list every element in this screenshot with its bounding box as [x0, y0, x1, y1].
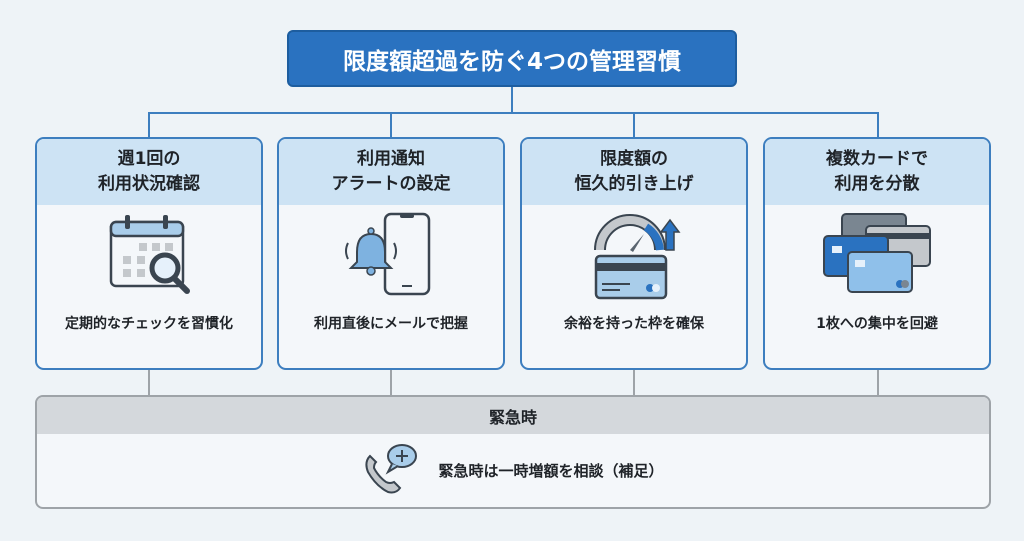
page-title: 限度額超過を防ぐ4つの管理習慣 — [287, 30, 737, 87]
card-title: アラートの設定 — [331, 174, 451, 194]
connector-2 — [390, 112, 392, 138]
emergency-header: 緊急時 — [37, 397, 989, 434]
connector-bottom-1 — [148, 370, 150, 396]
card-title: 恒久的引き上げ — [574, 174, 694, 194]
phone-bell-icon — [279, 205, 503, 305]
connector-bottom-3 — [633, 370, 635, 396]
card-alert-setting: 利用通知アラートの設定 利用直後にメールで把握 — [277, 137, 505, 370]
card-limit-increase: 限度額の恒久的引き上げ 余裕を持った枠を確保 — [520, 137, 748, 370]
card-description: 1枚への集中を回避 — [816, 316, 938, 332]
card-description: 余裕を持った枠を確保 — [564, 316, 704, 332]
card-description: 利用直後にメールで把握 — [314, 316, 468, 332]
multiple-cards-icon — [765, 205, 989, 305]
emergency-text: 緊急時は一時増額を相談（補足） — [438, 461, 664, 480]
connector-trunk — [511, 87, 513, 114]
connector-bottom-2 — [390, 370, 392, 396]
card-title: 複数カードで — [826, 149, 928, 169]
card-title: 週1回の — [117, 149, 181, 169]
calendar-search-icon — [37, 205, 261, 305]
gauge-card-icon — [522, 205, 746, 305]
connector-bottom-4 — [877, 370, 879, 396]
card-title: 利用を分散 — [834, 174, 920, 194]
card-title: 限度額の — [600, 149, 668, 169]
card-multiple-cards: 複数カードで利用を分散 1枚への集中を回避 — [763, 137, 991, 370]
connector-1 — [148, 112, 150, 138]
card-description: 定期的なチェックを習慣化 — [65, 316, 233, 332]
emergency-box: 緊急時 緊急時は一時増額を相談（補足） — [35, 395, 991, 509]
connector-horizontal — [148, 112, 879, 114]
card-title: 利用状況確認 — [98, 174, 200, 194]
card-weekly-check: 週1回の利用状況確認 定期的なチェックを習慣化 — [35, 137, 263, 370]
card-title: 利用通知 — [357, 149, 425, 169]
connector-4 — [877, 112, 879, 138]
connector-3 — [633, 112, 635, 138]
phone-consult-icon — [362, 442, 420, 498]
